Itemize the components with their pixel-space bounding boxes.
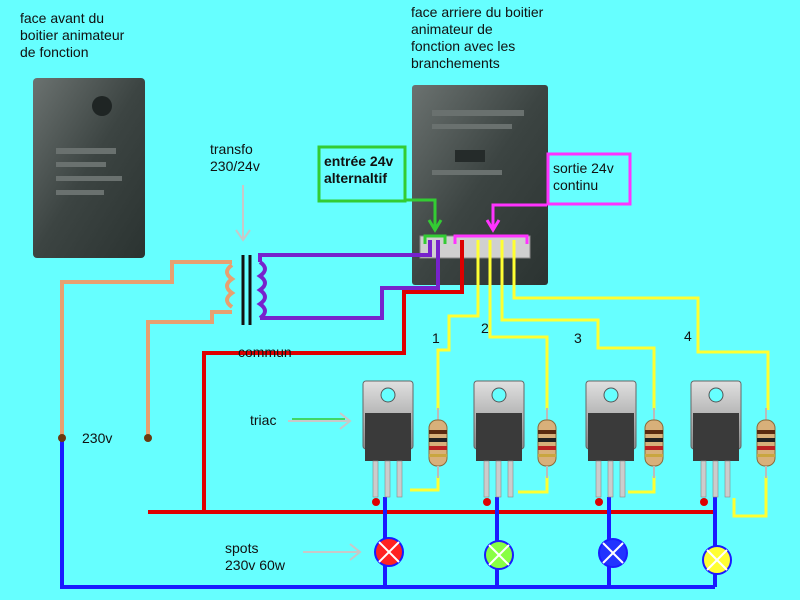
output-connector <box>453 203 547 244</box>
rear-box <box>412 85 548 285</box>
output-label: sortie 24v continu <box>553 160 614 193</box>
lamp-4 <box>702 545 732 575</box>
resistor-3 <box>644 407 664 479</box>
input-label-box <box>317 145 407 203</box>
triac-2 <box>473 380 525 498</box>
triac-4 <box>690 380 742 498</box>
junction-dot <box>144 434 152 442</box>
secondary-24v-wires <box>258 240 440 320</box>
triac-3 <box>585 380 637 498</box>
output-label-box <box>546 152 632 206</box>
junction-dot <box>58 434 66 442</box>
lamp-3 <box>598 538 628 568</box>
lamp-1 <box>374 537 404 567</box>
channel-4-label: 4 <box>684 328 692 344</box>
channel-1-label: 1 <box>432 330 440 346</box>
input-connector <box>405 198 447 244</box>
lamp-2 <box>484 540 514 570</box>
channel-3-label: 3 <box>574 330 582 346</box>
channel-2-label: 2 <box>481 320 489 336</box>
voltage-230v-label: 230v <box>82 430 113 446</box>
gate-links <box>410 476 768 518</box>
front-box <box>33 78 145 258</box>
resistor-1 <box>428 407 448 479</box>
primary-230v-wire <box>60 260 232 438</box>
common-red-wire <box>148 240 715 514</box>
transfo-label: transfo 230/24v <box>210 141 260 174</box>
resistor-4 <box>756 407 776 479</box>
annotation-arrows <box>235 185 362 561</box>
rear-face-label: face arriere du boitier animateur de fon… <box>411 4 544 71</box>
signal-yellow-wires <box>436 240 770 410</box>
spots-label: spots 230v 60w <box>225 540 285 573</box>
input-label: entrée 24v alternaltif <box>324 153 394 186</box>
transformer <box>225 255 267 325</box>
front-face-label: face avant du boitier animateur de fonct… <box>20 10 125 60</box>
triac-1 <box>362 380 414 498</box>
triac-label: triac <box>250 412 277 428</box>
resistor-2 <box>537 407 557 479</box>
commun-label: commun <box>238 344 292 360</box>
